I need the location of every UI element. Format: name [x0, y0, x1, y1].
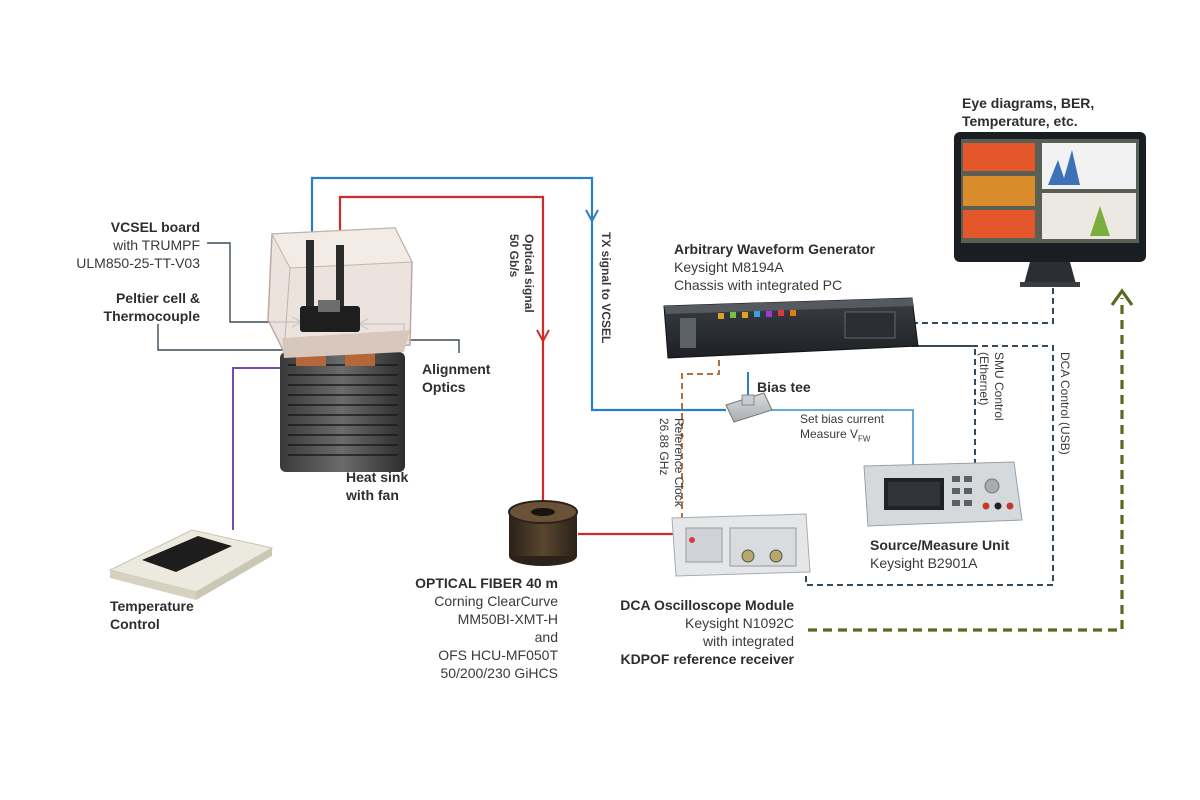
- ref-clock-line2: 26.88 GHz: [657, 418, 671, 476]
- measure-v-text: Measure V: [800, 427, 859, 441]
- smu-title: Source/Measure Unit: [870, 537, 1010, 553]
- heatsink-line1: Heat sink: [346, 469, 409, 485]
- fiber-line6: 50/200/230 GiHCS: [440, 665, 558, 681]
- heat-sink-icon: [280, 346, 405, 472]
- awg-ports: [718, 310, 796, 319]
- optical-signal-line: [338, 195, 690, 536]
- tx-arrow-icon: [585, 209, 599, 224]
- temp-control-line1: Temperature: [110, 598, 194, 614]
- peltier-line2: Thermocouple: [103, 308, 200, 324]
- dca-line2: Keysight N1092C: [685, 615, 794, 631]
- tx-signal-label: TX signal to VCSEL: [599, 232, 613, 344]
- monitor-line1: Eye diagrams, BER,: [962, 95, 1095, 111]
- dca-module-icon: [671, 513, 811, 577]
- vcsel-enclosure-icon: [267, 227, 413, 358]
- measure-v-subscript: FW: [858, 434, 871, 444]
- reference-clock-line: [681, 350, 720, 538]
- set-bias-label: Set bias current: [800, 412, 885, 426]
- vcsel-line3: ULM850-25-TT-V03: [76, 255, 200, 271]
- tx-signal-line: [310, 176, 726, 412]
- awg-line3: Chassis with integrated PC: [674, 277, 843, 293]
- smu-line2: Keysight B2901A: [870, 555, 978, 571]
- awg-line2: Keysight M8194A: [674, 259, 784, 275]
- vcsel-line2: with TRUMPF: [113, 237, 200, 253]
- optical-arrow-icon: [536, 329, 550, 344]
- temperature-control-link: [232, 367, 303, 530]
- awg-chassis-icon: [663, 297, 919, 359]
- dca-line3: with integrated: [702, 633, 794, 649]
- fiber-spool-icon: [508, 500, 578, 566]
- alignment-line1: Alignment: [422, 361, 491, 377]
- bias-tee-label: Bias tee: [757, 379, 811, 395]
- bias-tee-icon: [725, 392, 773, 423]
- heatsink-line2: with fan: [346, 487, 399, 503]
- awg-title: Arbitrary Waveform Generator: [674, 241, 875, 257]
- bias-line: [770, 409, 914, 470]
- fiber-line4: and: [534, 629, 558, 645]
- fiber-line5: OFS HCU-MF050T: [438, 647, 558, 663]
- dca-control-label: DCA Control (USB): [1058, 352, 1072, 455]
- results-arrow-icon: [1110, 288, 1134, 306]
- smu-icon: [863, 461, 1023, 527]
- temperature-controller-icon: [108, 529, 274, 600]
- optical-signal-line2: 50 Gb/s: [507, 234, 521, 278]
- dca-line4: KDPOF reference receiver: [620, 651, 794, 667]
- alignment-line2: Optics: [422, 379, 466, 395]
- optical-signal-line1: Optical signal: [522, 234, 536, 313]
- temp-control-line2: Control: [110, 616, 160, 632]
- monitor-line2: Temperature, etc.: [962, 113, 1078, 129]
- monitor-icon: [954, 132, 1146, 287]
- fiber-line3: MM50BI-XMT-H: [457, 611, 558, 627]
- measure-v-label: Measure VFW: [800, 427, 870, 446]
- fiber-line2: Corning ClearCurve: [434, 593, 558, 609]
- ref-clock-line1: Reference Clock: [672, 418, 686, 507]
- smu-control-line2: (Ethernet): [977, 352, 991, 406]
- fiber-title: OPTICAL FIBER 40 m: [415, 575, 558, 591]
- smu-control-line1: SMU Control: [992, 352, 1006, 421]
- peltier-line1: Peltier cell &: [115, 290, 200, 306]
- vcsel-title: VCSEL board: [110, 219, 200, 235]
- dca-title: DCA Oscilloscope Module: [620, 597, 794, 613]
